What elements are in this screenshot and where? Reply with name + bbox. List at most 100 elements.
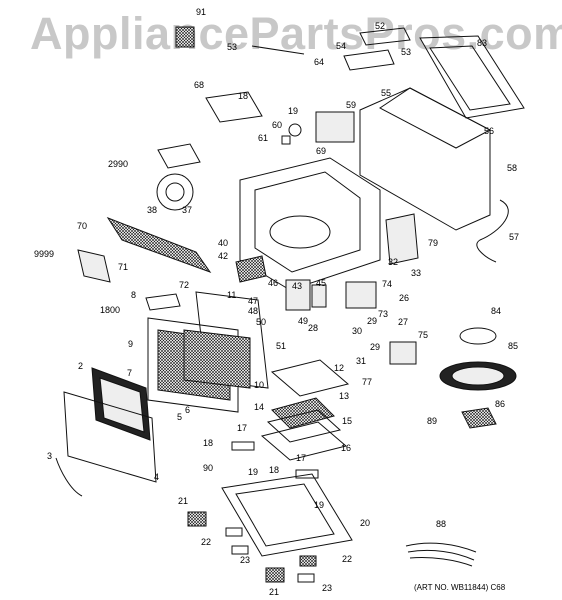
part-20-inner bbox=[235, 483, 335, 547]
callout-label: 3 bbox=[47, 451, 52, 461]
callout-label: 11 bbox=[227, 290, 236, 300]
callout-label: 15 bbox=[342, 416, 352, 426]
watermark: AppliancePartsPros.com bbox=[30, 8, 562, 59]
callout-label: 72 bbox=[179, 280, 189, 290]
part-84-ring bbox=[459, 327, 497, 345]
callout-label: 86 bbox=[495, 399, 505, 409]
cavity-inner bbox=[254, 171, 361, 273]
part-10-screen bbox=[183, 329, 251, 389]
callout-label: 2 bbox=[78, 361, 83, 371]
part-21-filter-a bbox=[187, 511, 207, 527]
callout-label: 49 bbox=[298, 316, 308, 326]
callout-label: 26 bbox=[399, 293, 409, 303]
part-43-module bbox=[285, 279, 311, 311]
part-91-vent bbox=[175, 26, 195, 48]
callout-label: 70 bbox=[77, 221, 87, 231]
callout-label: 32 bbox=[388, 257, 398, 267]
part-68-grille bbox=[205, 91, 263, 123]
callout-label: 53 bbox=[227, 42, 237, 52]
callout-label: 71 bbox=[118, 262, 128, 272]
part-59-motor bbox=[315, 111, 355, 143]
part-22-filter-b bbox=[299, 555, 317, 567]
callout-label: 74 bbox=[382, 279, 392, 289]
part-3-handle bbox=[55, 457, 83, 497]
callout-label: 54 bbox=[336, 41, 346, 51]
callout-label: 20 bbox=[360, 518, 370, 528]
callout-label: 75 bbox=[418, 330, 428, 340]
callout-label: 47 bbox=[248, 296, 258, 306]
callout-label: 83 bbox=[477, 38, 487, 48]
part-85-center bbox=[451, 366, 505, 386]
callout-label: 23 bbox=[240, 555, 250, 565]
callout-label: 58 bbox=[507, 163, 517, 173]
callout-label: 6 bbox=[185, 405, 190, 415]
callout-label: 4 bbox=[154, 472, 159, 482]
cavity-outer bbox=[239, 157, 381, 291]
callout-label: 21 bbox=[178, 496, 188, 506]
callout-label: 29 bbox=[370, 342, 380, 352]
part-64-rod bbox=[251, 45, 305, 55]
callout-label: 50 bbox=[256, 317, 266, 327]
callout-label: 88 bbox=[436, 519, 446, 529]
part-52-filter bbox=[359, 27, 411, 46]
callout-label: 21 bbox=[269, 587, 279, 597]
callout-label: 55 bbox=[381, 88, 391, 98]
callout-label: 22 bbox=[201, 537, 211, 547]
callout-label: 29 bbox=[367, 316, 377, 326]
part-38-fan bbox=[156, 173, 194, 211]
callout-label: 84 bbox=[491, 306, 501, 316]
part-37-hub bbox=[165, 182, 185, 202]
part-2990-plate bbox=[157, 143, 201, 169]
callout-label: 37 bbox=[182, 205, 192, 215]
callout-label: 45 bbox=[316, 278, 326, 288]
callout-label: 5 bbox=[177, 412, 182, 422]
callout-label: 90 bbox=[203, 463, 213, 473]
callout-label: 89 bbox=[427, 416, 437, 426]
callout-label: 13 bbox=[339, 391, 349, 401]
callout-label: 31 bbox=[356, 356, 366, 366]
callout-label: 85 bbox=[508, 341, 518, 351]
part-17-bar-right bbox=[295, 469, 319, 479]
callout-label: 56 bbox=[484, 126, 494, 136]
part-17-bar-left bbox=[231, 441, 255, 451]
part-16-tray bbox=[260, 421, 348, 461]
callout-label: 64 bbox=[314, 57, 324, 67]
part-20-base bbox=[221, 473, 353, 557]
part-23-filter-b bbox=[297, 573, 315, 583]
callout-label: 17 bbox=[296, 453, 306, 463]
callout-label: 1800 bbox=[100, 305, 120, 315]
part-61-clip bbox=[281, 135, 291, 145]
callout-label: 57 bbox=[509, 232, 519, 242]
callout-label: 52 bbox=[375, 21, 385, 31]
callout-label: 14 bbox=[254, 402, 264, 412]
part-72-bracket bbox=[145, 293, 181, 311]
callout-label: 30 bbox=[352, 326, 362, 336]
callout-label: 43 bbox=[292, 281, 302, 291]
part-75-capacitor bbox=[389, 341, 417, 365]
part-13-panel bbox=[270, 359, 350, 397]
callout-label: 42 bbox=[218, 251, 228, 261]
callout-label: 69 bbox=[316, 146, 326, 156]
part-42-vent bbox=[235, 255, 267, 283]
callout-label: 19 bbox=[314, 500, 324, 510]
callout-label: 38 bbox=[147, 205, 157, 215]
callout-label: 23 bbox=[322, 583, 332, 593]
part-74-transformer bbox=[345, 281, 377, 309]
part-60-knob bbox=[288, 123, 302, 137]
callout-label: 68 bbox=[194, 80, 204, 90]
part-45-module bbox=[311, 284, 327, 308]
part-7-window bbox=[99, 377, 145, 433]
part-54-filter bbox=[343, 49, 395, 71]
callout-label: 2990 bbox=[108, 159, 128, 169]
callout-label: 9999 bbox=[34, 249, 54, 259]
callout-label: 51 bbox=[276, 341, 286, 351]
callout-label: 46 bbox=[268, 278, 278, 288]
part-14-pad bbox=[271, 397, 335, 429]
part-79-board bbox=[385, 213, 419, 265]
callout-label: 8 bbox=[131, 290, 136, 300]
part-9-door bbox=[147, 317, 239, 413]
part-58-top bbox=[379, 87, 492, 149]
part-23-filter-a bbox=[231, 545, 249, 555]
callout-label: 16 bbox=[341, 443, 351, 453]
